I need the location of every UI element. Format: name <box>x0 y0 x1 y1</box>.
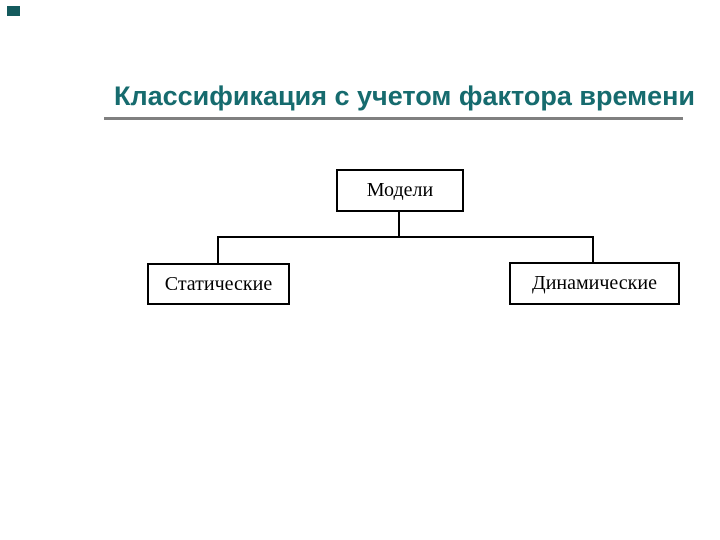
slide-title: Классификация с учетом фактора времени <box>114 81 696 111</box>
corner-marker <box>7 6 20 16</box>
connector-root-stem <box>398 211 400 237</box>
diagram-node-dynamic: Динамические <box>509 262 680 305</box>
connector-horizontal-bar <box>217 236 594 238</box>
connector-right-drop <box>592 236 594 262</box>
diagram-node-static-label: Статические <box>164 272 273 295</box>
diagram-node-dynamic-label: Динамические <box>532 272 657 294</box>
diagram-node-static: Статические <box>147 263 290 305</box>
diagram-node-models-label: Модели <box>366 179 434 201</box>
title-rule <box>104 117 683 120</box>
diagram-node-models: Модели <box>336 169 464 212</box>
connector-left-drop <box>217 236 219 263</box>
